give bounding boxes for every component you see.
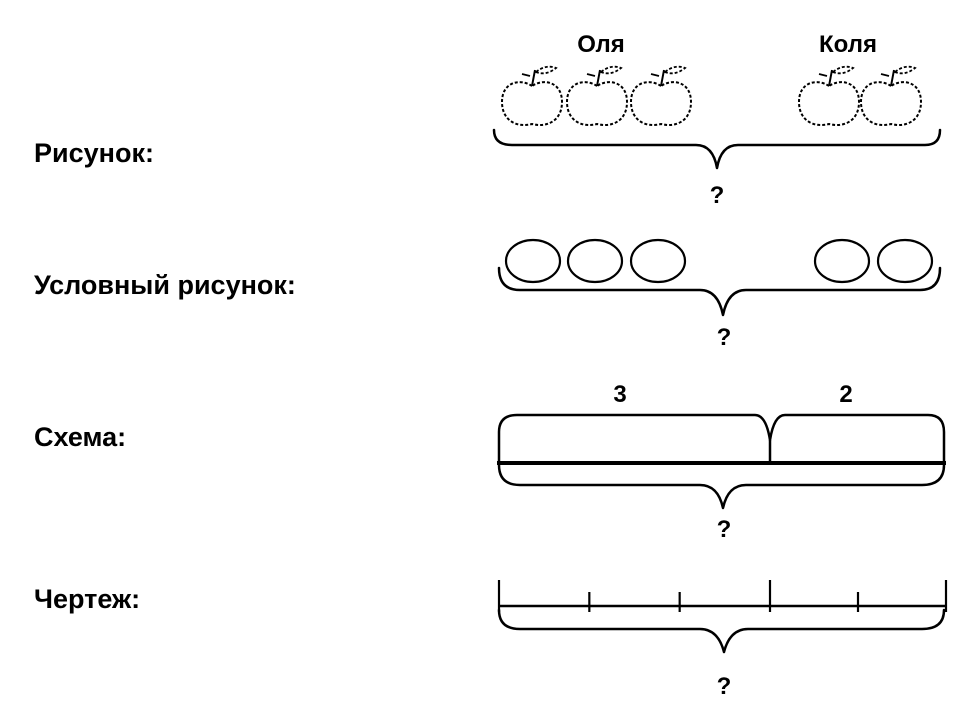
apple-icon xyxy=(629,65,693,126)
scheme-part-3: 3 xyxy=(613,381,626,408)
row-label-conditional-picture: Условный рисунок: xyxy=(34,270,296,300)
circle-group xyxy=(504,238,934,284)
picture-brace xyxy=(492,128,942,170)
circle-mark xyxy=(876,238,934,284)
drawing-row: ? xyxy=(497,580,948,700)
circle-mark xyxy=(504,238,562,284)
scheme-row: 3 2 ? xyxy=(497,381,946,543)
picture-row: Оля Коля ? xyxy=(492,31,942,209)
row-label-scheme: Схема: xyxy=(34,422,127,452)
circle-mark xyxy=(629,238,687,284)
picture-question: ? xyxy=(710,182,725,209)
scheme-part-2: 2 xyxy=(839,381,852,408)
apple-icon xyxy=(797,65,861,126)
circle-mark xyxy=(813,238,871,284)
apple-icon xyxy=(500,65,564,126)
scheme-top-brace xyxy=(497,413,946,464)
row-label-drawing: Чертеж: xyxy=(34,584,141,614)
name-kolya: Коля xyxy=(819,31,877,58)
scheme-question: ? xyxy=(717,516,732,543)
drawing-question: ? xyxy=(717,673,732,700)
apple-icon xyxy=(565,65,629,126)
conditional-row: ? xyxy=(497,238,942,351)
name-olya: Оля xyxy=(577,31,625,58)
row-label-picture: Рисунок: xyxy=(34,138,154,168)
conditional-question: ? xyxy=(717,324,732,351)
drawing-brace xyxy=(497,608,946,654)
circle-mark xyxy=(566,238,624,284)
apple-group xyxy=(500,65,923,126)
scheme-bottom-brace xyxy=(497,463,946,510)
apple-icon xyxy=(859,65,923,126)
conditional-brace xyxy=(497,266,942,317)
